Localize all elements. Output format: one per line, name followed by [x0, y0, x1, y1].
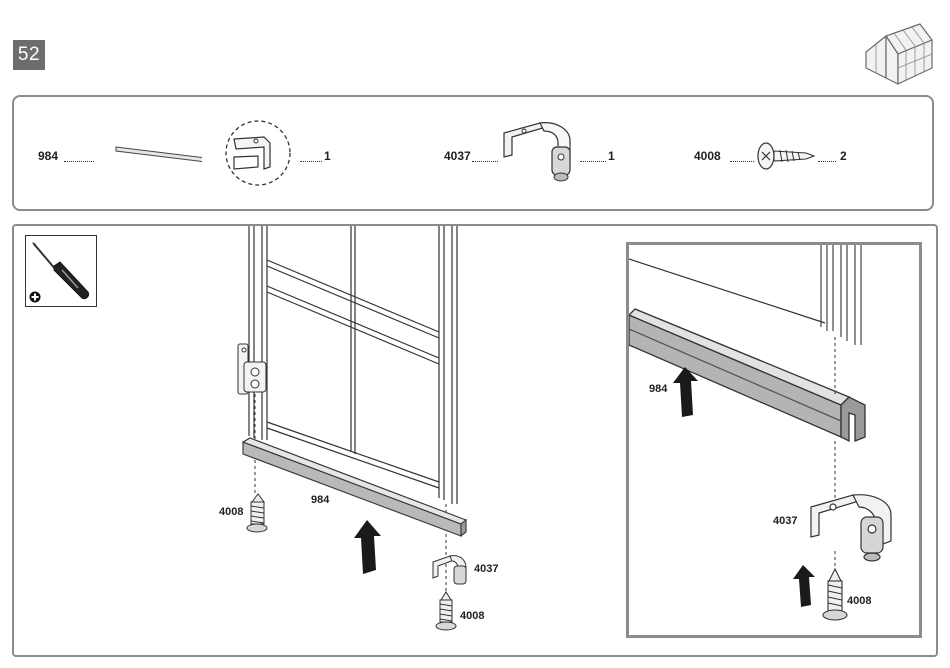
greenhouse-icon: [858, 18, 936, 86]
label-screw-left: 4008: [219, 506, 243, 518]
detail-zoom-box: 984 4037 4008: [626, 242, 922, 638]
bracket-4037: [433, 556, 466, 584]
part-984-id: 984: [38, 149, 58, 163]
part-984-qty: 1: [324, 149, 331, 163]
part-4037-id: 4037: [444, 149, 471, 163]
detail-label-screw: 4008: [847, 595, 871, 607]
leader-line: [818, 161, 836, 162]
leader-line: [472, 161, 498, 162]
profile-section-icon: [220, 119, 300, 187]
detail-label-bracket: 4037: [773, 515, 797, 527]
rail-984-detail: [629, 309, 865, 441]
up-arrow-icon-detail-2: [793, 565, 815, 607]
rail-profile-icon: [112, 135, 202, 171]
leader-line: [64, 161, 94, 162]
door-assembly-drawing: [14, 226, 614, 656]
leader-line: [730, 161, 754, 162]
screw-icon: [756, 141, 818, 171]
screw-bottom: [436, 592, 456, 630]
label-bracket: 4037: [474, 563, 498, 575]
label-screw-bottom: 4008: [460, 610, 484, 622]
bracket-roller-icon: [500, 119, 578, 189]
part-4008-qty: 2: [840, 149, 847, 163]
instruction-panel: 4008 984 4037 4008: [12, 224, 938, 657]
detail-label-rail: 984: [649, 383, 667, 395]
part-4008-id: 4008: [694, 149, 721, 163]
screw-detail: [823, 569, 847, 620]
bracket-4037-detail: [811, 495, 891, 561]
up-arrow-icon: [354, 520, 381, 574]
screw-left: [247, 494, 267, 532]
label-rail: 984: [311, 494, 329, 506]
leader-line: [580, 161, 606, 162]
up-arrow-icon-detail: [673, 367, 698, 417]
step-number: 52: [13, 40, 45, 70]
leader-line: [300, 161, 322, 162]
detail-drawing: [629, 245, 919, 635]
part-4037-qty: 1: [608, 149, 615, 163]
parts-list-panel: 984 1 4037 1 4008 2: [12, 95, 934, 211]
